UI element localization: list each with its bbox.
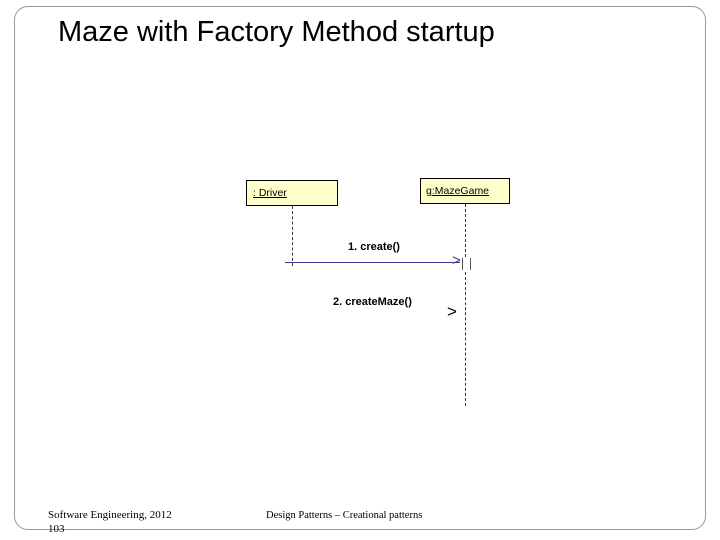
footer-page-number: 103 [48,522,65,535]
slide-frame [14,6,706,530]
footer-course: Software Engineering, 2012 [48,509,172,521]
footer-left: Software Engineering, 2012 103 [48,509,172,537]
page-title: Maze with Factory Method startup [58,16,495,48]
footer-center: Design Patterns – Creational patterns [266,510,423,521]
